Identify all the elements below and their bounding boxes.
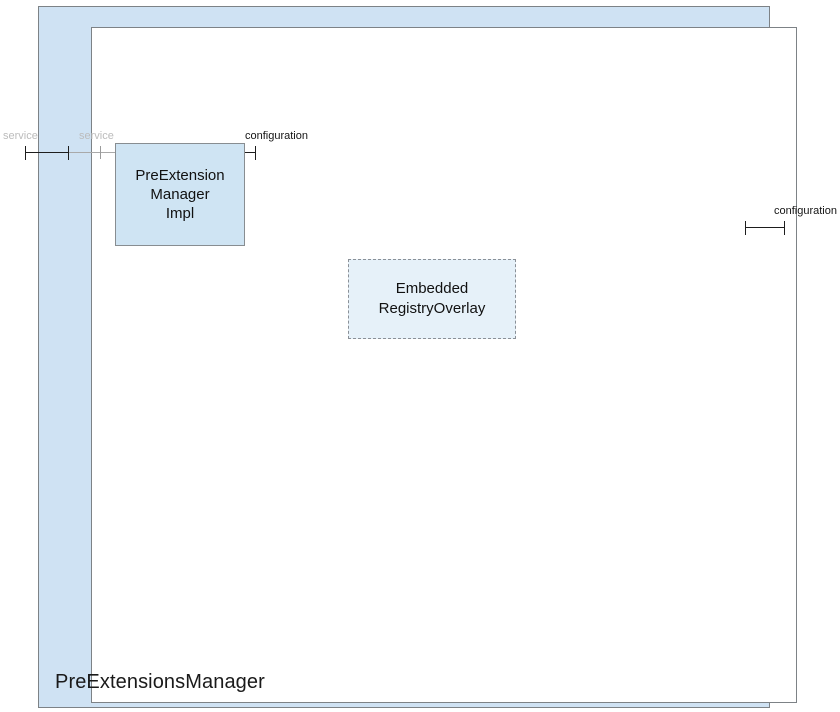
port-service-outer-label: service [3, 130, 38, 142]
component-embeddedregistryoverlay-label: Embedded RegistryOverlay [378, 280, 486, 317]
component-preextensionmanagerimpl[interactable]: PreExtension Manager Impl [115, 143, 245, 246]
composite-frame-inner-area [91, 27, 797, 703]
port-configuration-impl-stub [245, 152, 256, 153]
port-configuration-frame-outer-bar[interactable] [784, 221, 785, 235]
composite-frame-preextensionsmanager[interactable] [38, 6, 797, 708]
port-configuration-impl-label: configuration [245, 130, 308, 142]
port-service-inner-bar[interactable] [68, 146, 69, 160]
delegation-tick-service [100, 146, 101, 159]
component-embeddedregistryoverlay[interactable]: Embedded RegistryOverlay [348, 259, 516, 339]
port-service-inner-stub [46, 152, 69, 153]
port-service-inner-label: service [79, 130, 114, 142]
port-configuration-frame-inner-bar[interactable] [745, 221, 746, 235]
composite-title: PreExtensionsManager [55, 671, 265, 693]
component-preextensionmanagerimpl-label: PreExtension Manager Impl [135, 167, 225, 222]
port-configuration-frame-stub [745, 227, 785, 228]
port-service-outer-stub [25, 152, 46, 153]
port-configuration-impl-bar[interactable] [255, 146, 256, 160]
port-configuration-frame-label: configuration [774, 205, 837, 217]
delegation-line-service [69, 152, 115, 153]
port-service-outer-bar[interactable] [25, 146, 26, 160]
